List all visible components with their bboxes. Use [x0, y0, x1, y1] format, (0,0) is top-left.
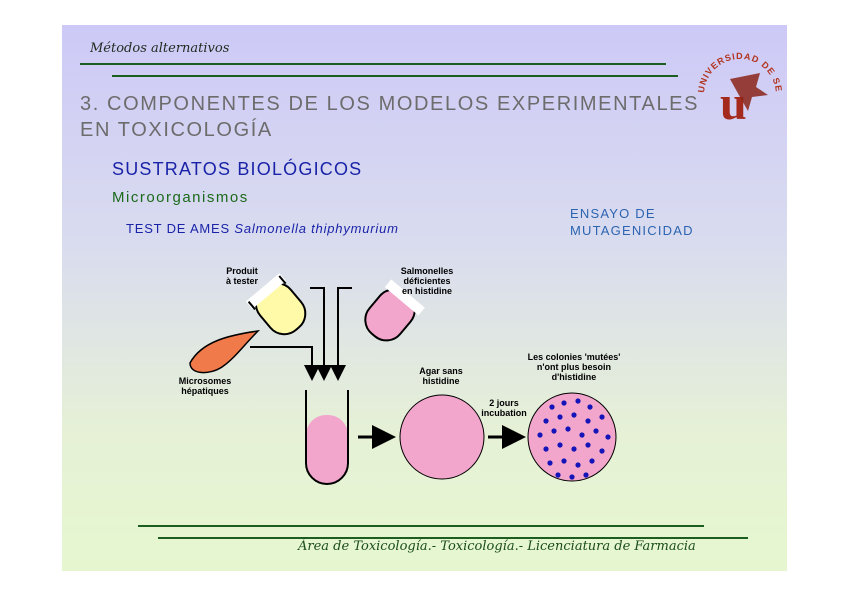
- colonies: [537, 398, 611, 480]
- label-microsomes-line1: Microsomes: [178, 376, 232, 386]
- slide-title-line2: EN TOXICOLOGÍA: [80, 119, 273, 141]
- liver-shape: [189, 329, 261, 374]
- yellow-test-tube: [245, 273, 307, 336]
- label-microsomes: Microsomes hépatiques: [170, 376, 240, 396]
- label-colonies-line3: d'histidine: [551, 372, 597, 382]
- label-salmonelles-line1: Salmonelles: [400, 266, 454, 276]
- salmonella-test-tube: [364, 279, 425, 342]
- label-agar-line2: histidine: [422, 376, 460, 386]
- flow-line-microsomes: [250, 346, 320, 381]
- section-microorganisms: Microorganismos: [112, 189, 249, 206]
- ames-test-species: Salmonella thiphymurium: [234, 221, 399, 236]
- label-incubation: 2 jours incubation: [476, 398, 532, 418]
- ames-test-prefix: TEST DE AMES: [126, 221, 230, 236]
- label-salmonelles-line3: en histidine: [401, 286, 452, 296]
- footer-text: Área de Toxicología.- Toxicología.- Lice…: [298, 539, 696, 554]
- label-colonies-line1: Les colonies 'mutées': [527, 352, 621, 362]
- label-incubation-line1: 2 jours: [489, 398, 519, 408]
- ensayo-label: ENSAYO DE MUTAGENICIDAD: [570, 205, 694, 239]
- slide-title: 3. COMPONENTES DE LOS MODELOS EXPERIMENT…: [80, 91, 699, 143]
- footer-rule-bottom: [158, 537, 748, 539]
- flow-line-salmonella: [330, 287, 352, 381]
- ames-test-label: TEST DE AMES Salmonella thiphymurium: [126, 221, 399, 236]
- label-colonies-line2: n'ont plus besoin: [536, 362, 612, 372]
- label-agar: Agar sans histidine: [406, 366, 476, 386]
- label-microsomes-line2: hépatiques: [181, 386, 229, 396]
- colony-plate: [527, 392, 617, 482]
- section-subtitle: SUSTRATOS BIOLÓGICOS: [112, 159, 363, 179]
- header-title: Métodos alternativos: [90, 41, 230, 56]
- agar-plate: [399, 394, 485, 480]
- university-logo: UNIVERSIDAD DE SEVILLA u: [690, 37, 783, 130]
- label-produit: Produit à tester: [212, 266, 272, 286]
- label-produit-line1: Produit: [226, 266, 258, 276]
- flow-line-produit: [310, 287, 332, 381]
- ames-test-diagram: [189, 273, 617, 485]
- ensayo-line2: MUTAGENICIDAD: [570, 223, 694, 238]
- label-produit-line2: à tester: [225, 276, 259, 286]
- mix-tube-outline: [305, 390, 349, 485]
- slide: Métodos alternativos 3. COMPONENTES DE L…: [62, 25, 787, 571]
- footer-rule-top: [138, 525, 704, 527]
- label-salmonelles-line2: déficientes: [403, 276, 451, 286]
- label-incubation-line2: incubation: [481, 408, 527, 418]
- label-salmonelles: Salmonelles déficientes en histidine: [392, 266, 462, 296]
- header-rule-bottom: [112, 75, 678, 77]
- label-colonies: Les colonies 'mutées' n'ont plus besoin …: [516, 352, 632, 382]
- mix-tube-liquid: [306, 415, 348, 483]
- header-rule-top: [80, 63, 666, 65]
- slide-title-line1: 3. COMPONENTES DE LOS MODELOS EXPERIMENT…: [80, 93, 700, 115]
- label-agar-line1: Agar sans: [419, 366, 463, 376]
- ensayo-line1: ENSAYO DE: [570, 206, 656, 221]
